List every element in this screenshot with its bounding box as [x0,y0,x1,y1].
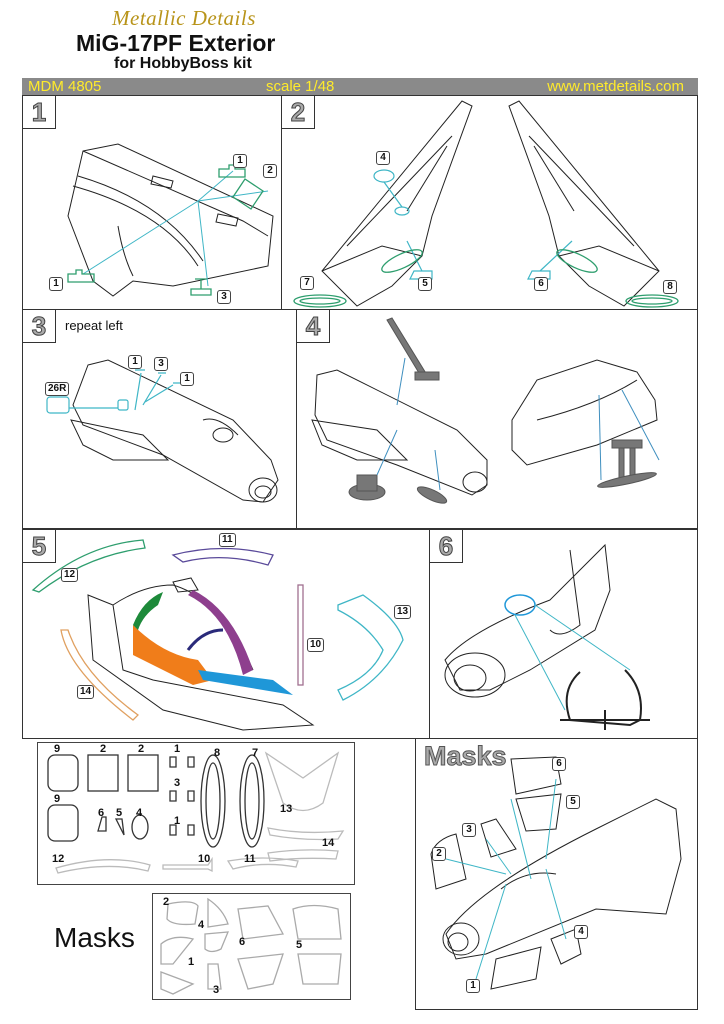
mask-callout: 5 [566,795,580,809]
mask-label: 5 [296,939,303,951]
brand-logo: Metallic Details [112,6,256,30]
step-5-panel: 5 11 12 10 13 14 [22,529,430,739]
mask-label: 3 [213,984,220,996]
part-callout: 3 [217,290,231,304]
masks-drawing [430,756,682,990]
mask-callout: 2 [432,847,446,861]
step-number: 3 [23,310,56,343]
part-label: 1 [174,815,181,827]
step-note: repeat left [65,318,123,333]
part-label: 6 [98,807,105,819]
fuselage-right [511,359,658,466]
pe-parts-grey [348,317,657,504]
info-band: MDM 4805 scale 1/48 www.metdetails.com [22,78,698,95]
mask-callout: 4 [574,925,588,939]
part-label: 1 [174,743,181,755]
step-number: 1 [23,96,56,129]
part-callout: 4 [376,151,390,165]
part-callout: 12 [61,568,79,582]
mask-label: 2 [163,896,170,908]
mask-sheet: 2 4 6 5 1 3 [152,893,351,1000]
fuselage-outline [67,143,274,297]
part-callout: 8 [663,280,677,294]
left-wing [321,100,473,307]
step-2-drawing [293,100,679,308]
step-4-drawing [311,317,660,504]
mask-navy [186,628,224,651]
mask-label: 4 [198,919,205,931]
part-callout: 7 [300,276,314,290]
mask-orange [133,625,213,685]
photoetch-sheet: 9 2 2 1 8 7 9 3 13 6 5 4 1 14 12 10 11 [37,742,355,885]
part-callout: 6 [534,277,548,291]
part-label: 9 [54,743,61,755]
part-label: 12 [52,853,65,865]
right-wing [508,100,660,307]
part-callout: 26R [45,382,70,396]
website-link[interactable]: www.metdetails.com [547,78,684,95]
leader-lines [82,170,269,287]
mask-callout: 1 [466,979,480,993]
part-label: 14 [322,837,335,849]
part-callout: 3 [154,357,168,371]
step-2-panel: 2 4 5 6 7 8 [281,95,698,310]
step-1-drawing [67,143,274,297]
mask-purple [188,590,253,675]
page-title: MiG-17PF Exterior [76,30,276,56]
masks-heading: Masks [54,922,135,953]
part-label: 2 [138,743,145,755]
step-4-panel: 4 [296,309,698,529]
part-callout: 1 [49,277,63,291]
part-label: 2 [100,743,107,755]
part-label: 7 [252,747,259,759]
part-callout: 2 [263,164,277,178]
mask-callout: 3 [462,823,476,837]
masks-title: Masks [424,741,508,772]
part-label: 10 [198,853,211,865]
pe-frame [560,669,650,730]
step-6-panel: 6 [429,529,698,739]
part-label: 11 [244,853,256,865]
fuselage-outline [445,798,682,960]
part-label: 9 [54,793,61,805]
part-callout: 13 [394,605,412,619]
part-callout: 5 [418,277,432,291]
step-6-drawing [444,543,650,730]
part-callout: 11 [219,533,236,547]
step-5-drawing [31,539,404,731]
part-label: 13 [280,803,293,815]
step-3-panel: 3 repeat left 1 3 1 26R [22,309,297,529]
masks-panel: Masks 6 5 3 2 4 1 [415,738,698,1010]
part-label: 4 [136,807,143,819]
part-callout: 1 [233,154,247,168]
mask-label: 1 [188,956,195,968]
product-code: MDM 4805 [28,78,102,95]
part-callout: 10 [307,638,325,652]
step-1-panel: 1 1 2 1 3 [22,95,282,310]
step-number: 6 [430,530,463,563]
scale-label: scale 1/48 [266,78,335,95]
fuselage-outline [72,359,279,503]
mask-callout: 6 [552,757,566,771]
step-number: 2 [282,96,315,129]
part-label: 5 [116,807,123,819]
part-label: 3 [174,777,181,789]
step-3-drawing [46,359,279,503]
part-label: 8 [214,747,221,759]
step-number: 4 [297,310,330,343]
mask-label: 6 [239,936,246,948]
part-callout: 1 [180,372,194,386]
page-subtitle: for HobbyBoss kit [114,55,252,72]
part-callout: 1 [128,355,142,369]
fuselage-left [314,369,488,496]
mask-blue [198,670,293,695]
pe-parts [67,164,264,296]
step-number: 5 [23,530,56,563]
mask-green [133,592,163,630]
part-callout: 14 [77,685,95,699]
fuselage-outline [444,543,611,691]
